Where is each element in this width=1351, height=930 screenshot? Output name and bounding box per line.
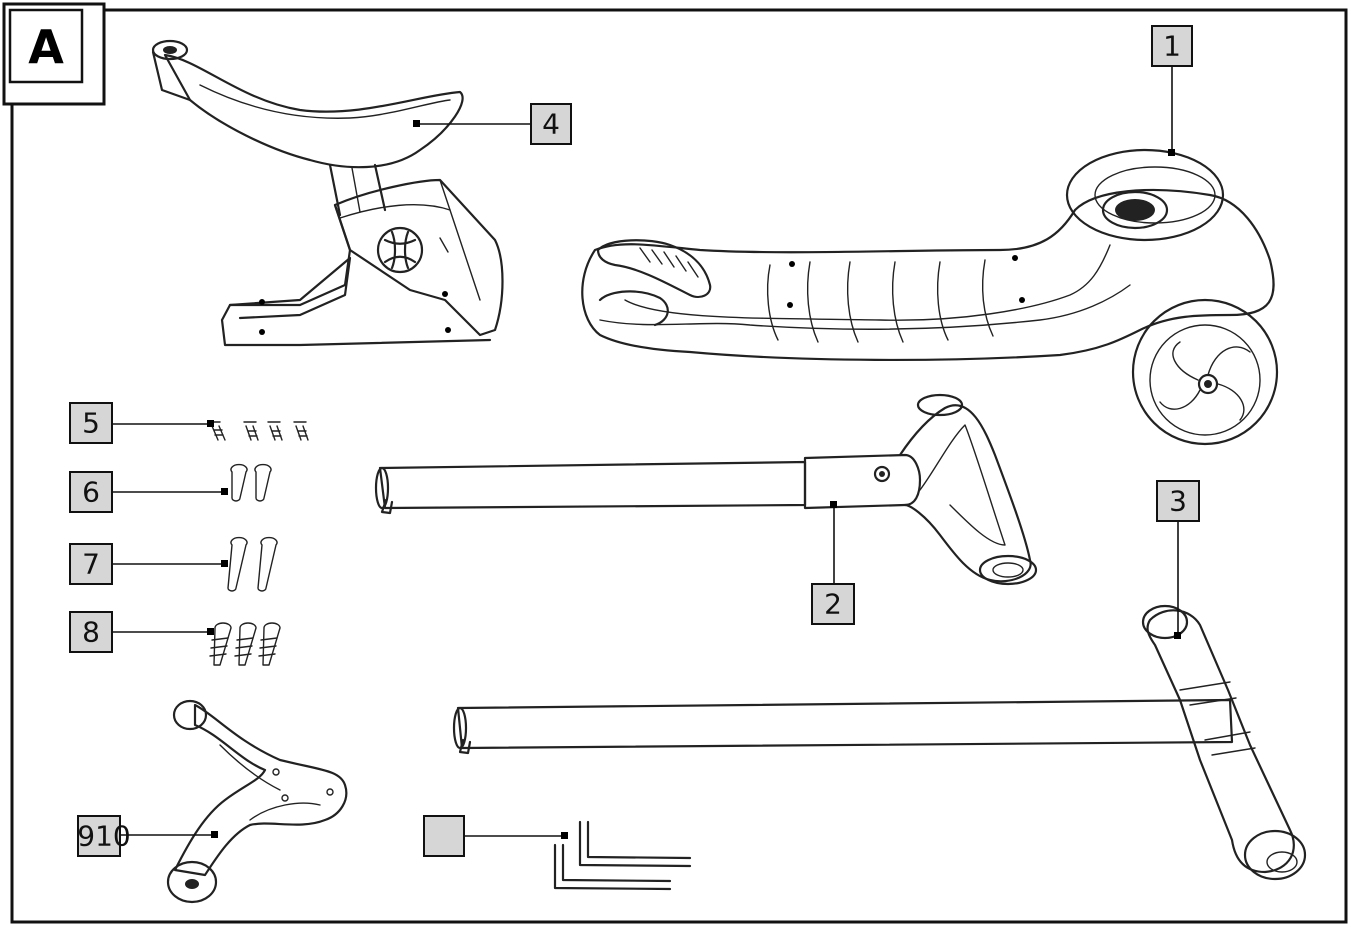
panel-label-box: A — [2, 2, 106, 106]
svg-text:910: 910 — [77, 820, 130, 853]
part-label-9: 910 — [77, 815, 131, 857]
part-label-1: 1 — [1151, 25, 1193, 67]
bracket-drawing — [166, 699, 348, 904]
leader-lines — [112, 66, 1181, 839]
screws-drawing — [209, 421, 309, 666]
part-label-10 — [423, 815, 465, 857]
svg-text:3: 3 — [1169, 485, 1187, 518]
part-label-8: 8 — [69, 611, 113, 653]
part-label-7: 7 — [69, 543, 113, 585]
steering-column-drawing — [374, 393, 1038, 586]
svg-text:2: 2 — [824, 588, 842, 621]
part-label-5: 5 — [69, 402, 113, 444]
t-bar-drawing — [452, 604, 1307, 881]
svg-text:1: 1 — [1163, 30, 1181, 63]
seat-drawing — [151, 39, 504, 347]
panel-letter: A — [28, 20, 64, 74]
part-label-3: 3 — [1156, 480, 1200, 522]
part-label-4: 4 — [530, 103, 572, 145]
deck-drawing — [581, 148, 1279, 446]
svg-text:8: 8 — [82, 616, 100, 649]
svg-text:6: 6 — [82, 476, 100, 509]
diagram-frame — [10, 8, 1348, 924]
part-label-2: 2 — [811, 583, 855, 625]
part-label-6: 6 — [69, 471, 113, 513]
svg-text:7: 7 — [82, 548, 100, 581]
allen-keys-drawing — [553, 820, 692, 891]
svg-text:5: 5 — [82, 407, 100, 440]
svg-text:4: 4 — [542, 108, 560, 141]
